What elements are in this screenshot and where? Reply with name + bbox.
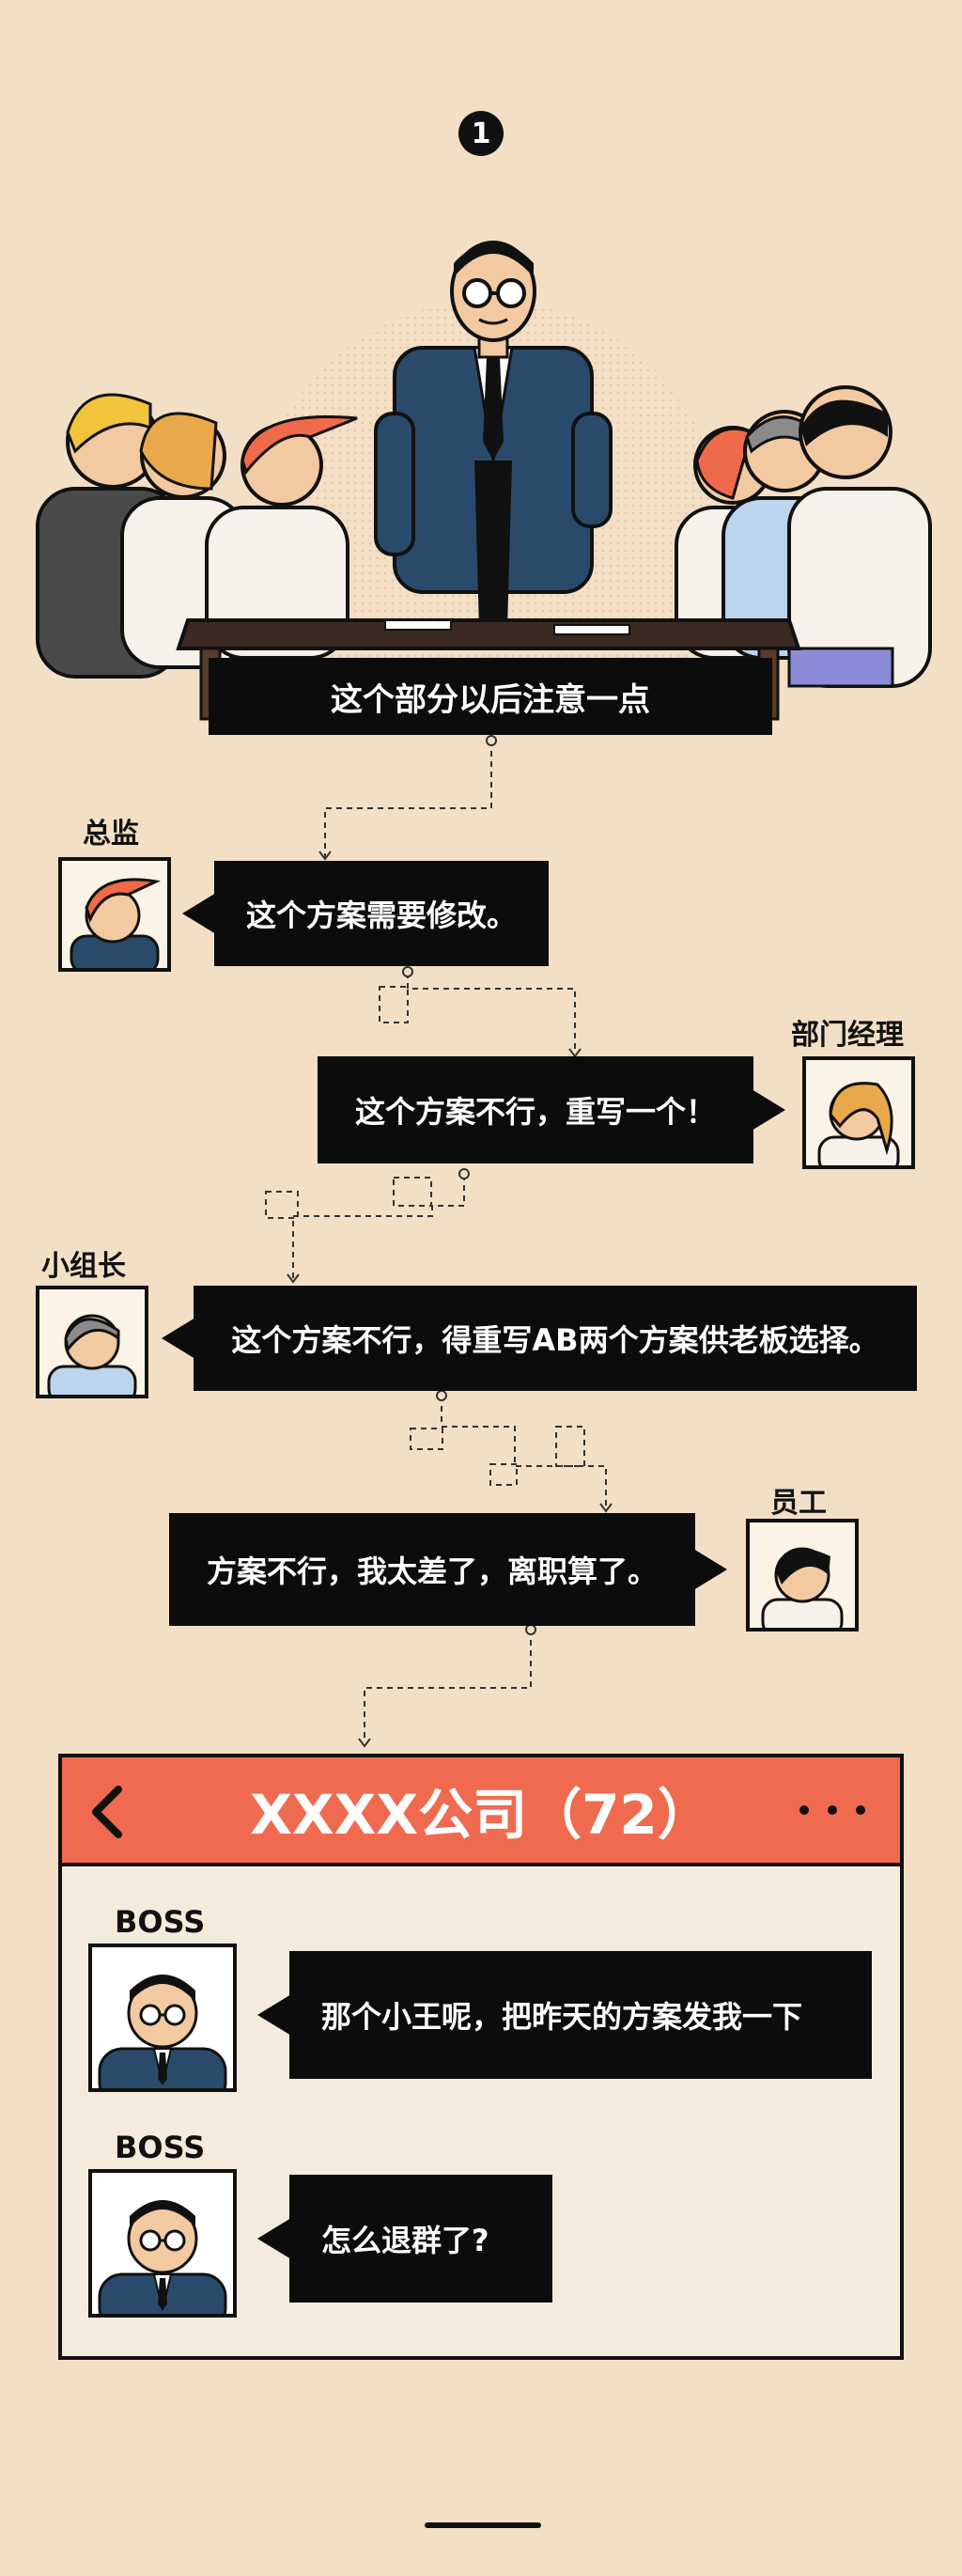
role-label-employee: 员工 — [770, 1487, 827, 1520]
director-message-text: 这个方案需要修改。 — [245, 898, 517, 933]
manager-message-text: 这个方案不行，重写一个！ — [354, 1094, 716, 1130]
home-indicator — [425, 2522, 541, 2528]
manager-message-bubble: 这个方案不行，重写一个！ — [318, 1056, 785, 1163]
scene-caption: 这个部分以后注意一点 — [209, 658, 772, 735]
message-sender-label: BOSS — [115, 1904, 206, 1940]
chat-message-text: 怎么退群了? — [321, 2223, 489, 2258]
director-avatar — [58, 857, 171, 972]
role-label-manager: 部门经理 — [791, 1019, 904, 1052]
director-message-bubble: 这个方案需要修改。 — [182, 861, 549, 966]
chat-message-bubble: 怎么退群了? — [257, 2175, 552, 2303]
chat-message-bubble: 那个小王呢，把昨天的方案发我一下 — [257, 1951, 872, 2079]
role-label-team-lead: 小组长 — [41, 1250, 126, 1283]
chat-header: XXXX公司（72） — [62, 1757, 900, 1866]
message-sender-label: BOSS — [115, 2130, 206, 2165]
employee-message-bubble: 方案不行，我太差了，离职算了。 — [169, 1513, 727, 1626]
employee-message-text: 方案不行，我太差了，离职算了。 — [206, 1553, 658, 1589]
role-label-director: 总监 — [83, 818, 139, 851]
boss-avatar — [88, 2169, 237, 2318]
group-chat-window: XXXX公司（72） BOSS 那个小王呢，把昨天的方案发我一下 BOSS — [58, 1754, 904, 2360]
boss-avatar — [88, 1944, 237, 2092]
chat-title: XXXX公司（72） — [250, 1783, 712, 1847]
team-lead-avatar — [36, 1286, 148, 1398]
more-dots-icon[interactable] — [785, 1791, 879, 1829]
team-lead-message-bubble: 这个方案不行，得重写AB两个方案供老板选择。 — [162, 1286, 917, 1391]
employee-avatar — [746, 1519, 859, 1631]
boss-figure — [374, 241, 613, 630]
chevron-left-icon[interactable] — [83, 1784, 133, 1840]
step-number-badge: 1 — [458, 111, 504, 156]
manager-avatar — [802, 1056, 915, 1169]
meeting-illustration — [36, 241, 932, 733]
chat-message-text: 那个小王呢，把昨天的方案发我一下 — [321, 1999, 803, 2035]
team-lead-message-text: 这个方案不行，得重写AB两个方案供老板选择。 — [231, 1322, 879, 1358]
